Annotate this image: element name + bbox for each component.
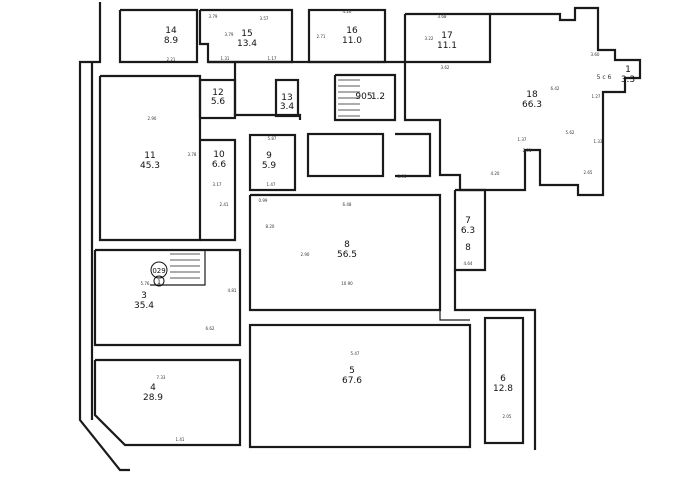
building-outline [78, 2, 642, 472]
dimension-label: 2.05 [503, 414, 512, 419]
dimension-label: 3.22 [425, 36, 434, 41]
room-3-number: 3 [141, 291, 147, 301]
dimension-label: 2.65 [584, 170, 593, 175]
dimension-label: 3.68 [438, 14, 447, 19]
room-18-number: 18 [526, 90, 538, 100]
room-13-area: 3.4 [280, 102, 295, 112]
dimension-label: 6.62 [206, 326, 215, 331]
dimension-label: 2.41 [220, 202, 229, 207]
label-5c6: 5 с 6 [597, 74, 612, 81]
room-3-area: 35.4 [134, 301, 154, 311]
dimension-label: 3.79 [209, 14, 218, 19]
room-10-area: 6.6 [212, 160, 227, 170]
room-9-area: 5.9 [262, 161, 277, 171]
room-12-number: 12 [212, 88, 223, 98]
room-5-number: 5 [349, 366, 355, 376]
dimension-label: 1.37 [518, 137, 527, 142]
room-10-number: 10 [213, 150, 225, 160]
room-11-number: 11 [144, 151, 155, 161]
room-12-area: 5.6 [211, 97, 226, 107]
room-1-number: 1 [625, 65, 631, 75]
room-905-area: 1.2 [371, 92, 385, 102]
room-8-area: 56.5 [337, 250, 357, 260]
dimension-label: 2.21 [167, 57, 176, 62]
dimension-label: 1.41 [176, 437, 185, 442]
dimension-label: 1.27 [592, 94, 601, 99]
dimension-label: 1.47 [267, 182, 276, 187]
room-17-number: 17 [441, 31, 452, 41]
dimension-label: 0.99 [259, 198, 268, 203]
room-905-number: 905 [355, 92, 372, 102]
dimension-label: 3.79 [225, 32, 234, 37]
dimension-label: 2.71 [317, 34, 326, 39]
dimension-label: 2.90 [301, 252, 310, 257]
dimension-label: 3.78 [188, 152, 197, 157]
room-4-area: 28.9 [143, 393, 163, 403]
room-7-area: 6.3 [461, 226, 475, 236]
room-9-number: 9 [266, 151, 272, 161]
room-13-number: 13 [281, 93, 292, 103]
staircase-3 [150, 253, 200, 287]
dimension-label: 3.60 [591, 52, 600, 57]
dimension-label: 4.81 [228, 288, 237, 293]
dimension-label: 5.76 [141, 281, 150, 286]
stair-tag: 029 [152, 267, 165, 275]
dimension-label: 4.26 [343, 9, 352, 14]
staircase-905 [338, 79, 360, 117]
dimension-label: 2.91 [523, 148, 532, 153]
room-16-number: 16 [346, 26, 358, 36]
room-14-number: 14 [165, 26, 177, 36]
dimension-label: 4.64 [464, 261, 473, 266]
dimension-label: 5.62 [566, 130, 575, 135]
stair-circle-number: 1 [157, 279, 161, 286]
room-1-area: 3.3 [621, 75, 635, 85]
room-5-area: 67.6 [342, 376, 362, 386]
dimension-label: 6.48 [343, 202, 352, 207]
dimension-label: 1.31 [221, 56, 230, 61]
room-14-area: 8.9 [164, 36, 179, 46]
room-6-number: 6 [500, 374, 506, 384]
room-15-number: 15 [241, 29, 252, 39]
dimension-label: 8.20 [266, 224, 275, 229]
dimension-label: 7.33 [157, 375, 166, 380]
room-4-number: 4 [150, 383, 156, 393]
dimension-label: 1.17 [268, 56, 277, 61]
dimension-label: 1.33 [594, 139, 603, 144]
room-8-small-tag: 8 [465, 243, 471, 253]
dimension-label: 6.42 [551, 86, 560, 91]
dimension-label: 4.20 [491, 171, 500, 176]
dimension-label: 10.90 [341, 281, 353, 286]
dimension-label: 3.62 [441, 65, 450, 70]
dimension-label: 5.87 [268, 136, 277, 141]
room-17-area: 11.1 [437, 41, 457, 51]
dimension-labels: 3.57 4.26 3.68 3.79 3.79 2.21 2.71 3.22 … [141, 9, 603, 442]
room-18-area: 66.3 [522, 100, 542, 110]
room-8-number: 8 [344, 240, 350, 250]
room-11-area: 45.3 [140, 161, 160, 171]
room-labels: 14 8.9 15 13.4 16 11.0 17 11.1 18 66.3 1… [134, 26, 635, 403]
room-16-area: 11.0 [342, 36, 362, 46]
room-7-number: 7 [465, 216, 471, 226]
dimension-label: 2.90 [148, 116, 157, 121]
room-6-area: 12.8 [493, 384, 513, 394]
dimension-label: 3.17 [213, 182, 222, 187]
room-15-area: 13.4 [237, 39, 257, 49]
dimension-label: 3.57 [260, 16, 269, 21]
dimension-label: 3.96 [398, 174, 407, 179]
dimension-label: 5.47 [351, 351, 360, 356]
